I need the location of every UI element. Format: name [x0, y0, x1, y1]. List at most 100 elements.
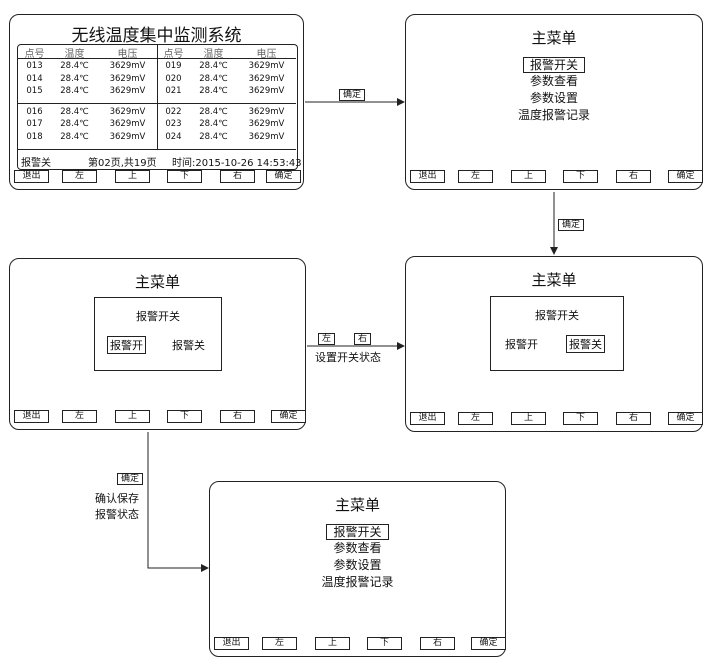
table-cell: 3629mV: [248, 61, 285, 72]
table-cell: 023: [165, 119, 182, 130]
exit-button[interactable]: 退出: [410, 412, 445, 425]
arrow-label-left: 左: [318, 333, 336, 345]
table-cell: 017: [26, 119, 43, 130]
table-cell: 3629mV: [109, 86, 146, 97]
table-cell: 3629mV: [248, 73, 285, 84]
menu-item-alarm-log[interactable]: 温度报警记录: [517, 108, 590, 122]
alarm-on-option[interactable]: 报警开: [107, 336, 146, 354]
col-header: 温度: [203, 49, 224, 60]
main-menu-title: 主菜单: [531, 29, 577, 47]
monitor-title: 无线温度集中监测系统: [71, 26, 242, 46]
table-cell: 3629mV: [109, 73, 146, 84]
up-button[interactable]: 上: [115, 410, 150, 423]
down-button[interactable]: 下: [167, 410, 202, 423]
table-cell: 021: [165, 86, 182, 97]
down-button[interactable]: 下: [563, 170, 598, 183]
down-button[interactable]: 下: [167, 170, 202, 183]
table-cell: 28.4℃: [60, 61, 89, 72]
right-button[interactable]: 右: [220, 410, 255, 423]
table-cell: 014: [26, 73, 43, 84]
main-menu-return-screen: 主菜单 报警开关 参数查看 参数设置 温度报警记录 退出 左 上 下 右 确定: [209, 481, 506, 657]
button-bar: 退出 左 上 下 右 确定: [14, 410, 306, 423]
alarm-off-screen: 主菜单 报警开关 报警开 报警关 退出 左 上 下 右 确定: [405, 256, 703, 432]
col-header: 点号: [24, 49, 45, 60]
alarm-off-option[interactable]: 报警关: [172, 339, 205, 352]
right-button[interactable]: 右: [220, 170, 255, 183]
confirm-button[interactable]: 确定: [266, 170, 301, 183]
menu-item-alarm-switch[interactable]: 报警开关: [210, 524, 505, 540]
menu-item-param-set[interactable]: 参数设置: [529, 91, 578, 105]
left-button[interactable]: 左: [62, 170, 97, 183]
button-bar: 退出 左 上 下 右 确定: [214, 637, 506, 650]
main-menu-screen: 主菜单 报警开关 参数查看 参数设置 温度报警记录 退出 左 上 下 右 确定: [405, 14, 703, 190]
exit-button[interactable]: 退出: [214, 637, 249, 650]
alarm-off-title: 主菜单: [531, 271, 577, 289]
button-bar: 退出 左 上 下 右 确定: [14, 170, 301, 183]
exit-button[interactable]: 退出: [14, 170, 49, 183]
table-cell: 28.4℃: [199, 119, 228, 130]
alarm-dialog: 报警开关 报警开 报警关: [94, 297, 222, 371]
table-cell: 28.4℃: [199, 131, 228, 142]
table-cell: 3629mV: [109, 106, 146, 117]
table-cell: 28.4℃: [199, 86, 228, 97]
table-cell: 013: [26, 61, 43, 72]
arrow-label-confirm-1: 确定: [339, 89, 366, 101]
main-menu-return-title: 主菜单: [334, 496, 380, 514]
alarm-on-title: 主菜单: [134, 273, 180, 291]
confirm-button[interactable]: 确定: [271, 410, 306, 423]
down-button[interactable]: 下: [563, 412, 598, 425]
down-button[interactable]: 下: [367, 637, 402, 650]
table-cell: 3629mV: [109, 61, 146, 72]
alarm-dialog-title: 报警开关: [535, 309, 579, 322]
table-cell: 015: [26, 86, 43, 97]
up-button[interactable]: 上: [315, 637, 350, 650]
menu-item-param-view[interactable]: 参数查看: [529, 74, 578, 88]
status-alarm: 报警关: [21, 158, 51, 169]
arrow-label-right: 右: [354, 333, 372, 345]
arrow-label-confirm-2: 确定: [558, 219, 585, 231]
table-cell: 018: [26, 131, 43, 142]
exit-button[interactable]: 退出: [410, 170, 445, 183]
right-button[interactable]: 右: [420, 637, 455, 650]
table-cell: 3629mV: [109, 131, 146, 142]
table-cell: 3629mV: [109, 119, 146, 130]
table-cell: 3629mV: [248, 86, 285, 97]
up-button[interactable]: 上: [511, 170, 546, 183]
table-cell: 022: [165, 106, 182, 117]
right-button[interactable]: 右: [616, 170, 651, 183]
alarm-on-option[interactable]: 报警开: [505, 338, 538, 351]
menu-item-param-set[interactable]: 参数设置: [333, 558, 382, 572]
left-button[interactable]: 左: [458, 412, 493, 425]
arrow-label-confirm-3: 确定: [117, 473, 144, 485]
table-cell: 3629mV: [248, 131, 285, 142]
table-cell: 28.4℃: [60, 73, 89, 84]
table-cell: 28.4℃: [60, 119, 89, 130]
menu-item-alarm-log[interactable]: 温度报警记录: [321, 575, 394, 589]
confirm-button[interactable]: 确定: [668, 170, 703, 183]
confirm-button[interactable]: 确定: [668, 412, 703, 425]
up-button[interactable]: 上: [511, 412, 546, 425]
table-cell: 3629mV: [248, 106, 285, 117]
alarm-on-screen: 主菜单 报警开关 报警开 报警关 退出 左 上 下 右 确定: [9, 258, 306, 430]
arrow-alarm-on-to-menu: [147, 432, 209, 572]
table-divider-vertical: [157, 45, 158, 150]
left-button[interactable]: 左: [62, 410, 97, 423]
alarm-off-option[interactable]: 报警关: [566, 335, 605, 353]
menu-item-alarm-switch[interactable]: 报警开关: [406, 57, 702, 73]
left-button[interactable]: 左: [262, 637, 297, 650]
left-button[interactable]: 左: [458, 170, 493, 183]
menu-item-param-view[interactable]: 参数查看: [333, 541, 382, 555]
table-cell: 016: [26, 106, 43, 117]
right-button[interactable]: 右: [616, 412, 651, 425]
exit-button[interactable]: 退出: [14, 410, 49, 423]
up-button[interactable]: 上: [115, 170, 150, 183]
col-header: 电压: [256, 49, 277, 60]
confirm-button[interactable]: 确定: [471, 637, 506, 650]
